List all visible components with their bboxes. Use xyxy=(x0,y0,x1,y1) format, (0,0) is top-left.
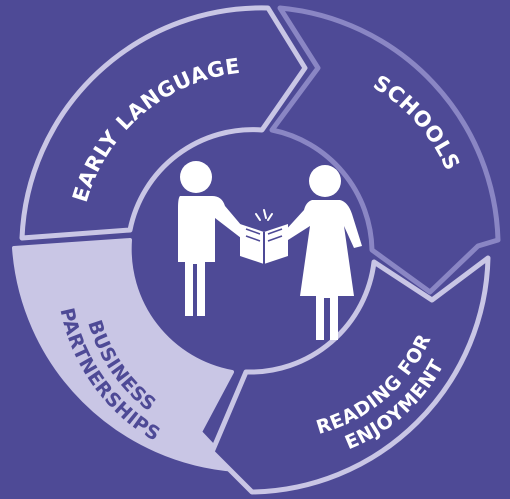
left-person-body xyxy=(178,196,247,316)
right-person-head xyxy=(309,165,341,197)
segment-business-partnerships: BUSINESS PARTNERSHIPS xyxy=(12,238,238,472)
segment-schools-shape xyxy=(269,5,501,295)
right-person-body xyxy=(283,200,362,340)
segment-business-partnerships-shape xyxy=(12,238,238,472)
segment-early-language-shape xyxy=(19,5,308,241)
segment-reading-for-enjoyment-shape xyxy=(209,255,491,495)
two-people-sharing-book-icon xyxy=(178,161,362,340)
sparkle-icon xyxy=(255,209,273,221)
segment-schools: SCHOOLS xyxy=(269,5,501,295)
left-person-head xyxy=(180,161,212,193)
segment-early-language: EARLY LANGUAGE xyxy=(19,5,308,241)
